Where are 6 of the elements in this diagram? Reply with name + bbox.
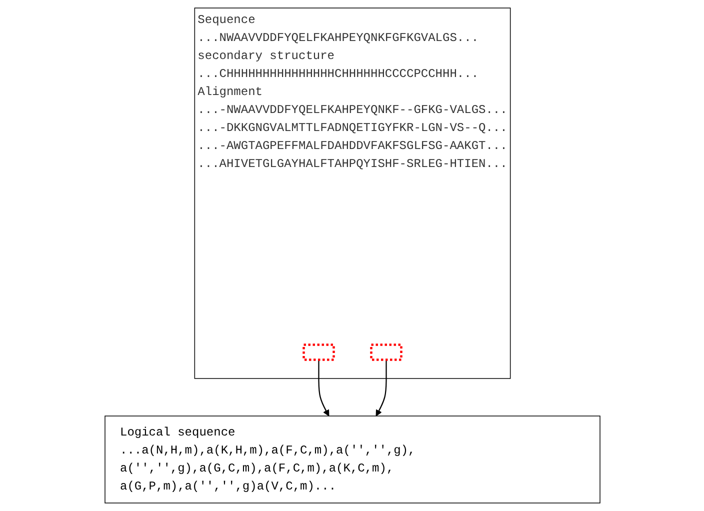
cluster: Sequence ...NWAAVVDDFYQELFKAHPEYQNKFGFKGVALGS... secondary structure ...CHHHHHHHHHHHHHHHCHHHHHHCCCCPCCHHH... Alignment ...-NWAAVVDDFYQELFKAHPEYQNKF--GFKG-VALGS... ...-DKKGNGVALMTTLFADNQETIGYFKR-LGN-VS--Q... ...-AWGTAGPEFFMALFDAHDDVFAKFSGLFSG-AAKGT... ...AHIVETGLGAYHALFTAHPQYISHF-SRLEG-HTIEN... bbox=[194, 8, 510, 379]
node-box bbox=[370, 344, 402, 361]
node-box: Logical sequence ...a(N,H,m),a(K,H,m),a(F,C,m),a('','',g), a('','',g),a(G,C,m),a(F,C,m),a(K,C,m), a(G,P,m),a('','',g)a(V,C,m)... bbox=[104, 416, 600, 504]
arrow bbox=[318, 360, 329, 416]
node-box bbox=[302, 344, 334, 361]
arrow bbox=[375, 360, 386, 416]
